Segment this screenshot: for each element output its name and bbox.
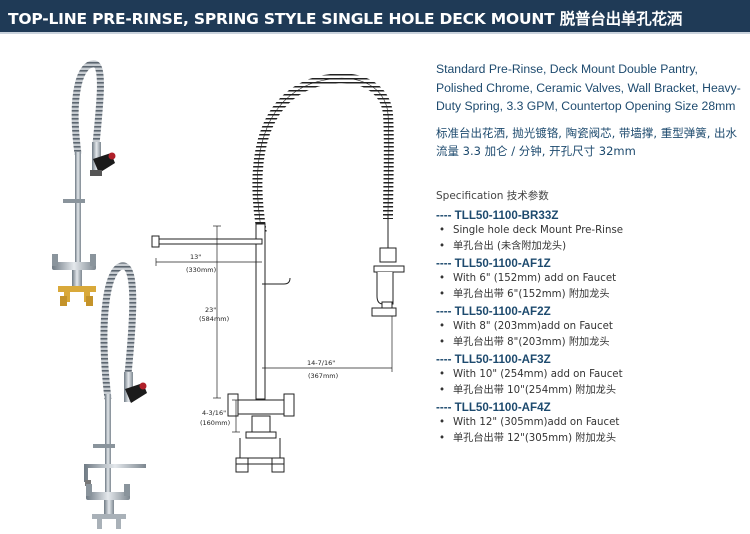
dim-reach: 14-7/16" (307, 359, 335, 367)
specification-list: ---- TLL50-1100-BR33Z •Single hole deck … (436, 208, 746, 448)
product-figure: 13" (330mm) 23" (584mm) 14-7/16" (367mm)… (0, 34, 430, 534)
model-detail: •With 10" (254mm) add on Faucet (439, 369, 623, 380)
dim-height: 23" (205, 306, 216, 314)
model-item: ---- TLL50-1100-BR33Z •Single hole deck … (436, 208, 746, 255)
model-item: ---- TLL50-1100-AF3Z •With 10" (254mm) a… (436, 352, 746, 399)
description-english: Standard Pre-Rinse, Deck Mount Double Pa… (436, 62, 741, 113)
model-detail: •单孔台出带 8"(203mm) 附加龙头 (439, 337, 610, 348)
model-item: ---- TLL50-1100-AF4Z •With 12" (305mm)ad… (436, 400, 746, 447)
photo-pre-rinse-brass (52, 60, 116, 306)
product-illustration: 13" (330mm) 23" (584mm) 14-7/16" (367mm)… (52, 60, 405, 529)
header-bar: TOP-LINE PRE-RINSE, SPRING STYLE SINGLE … (0, 0, 750, 34)
model-detail: •Single hole deck Mount Pre-Rinse (439, 225, 624, 236)
model-detail: •With 12" (305mm)add on Faucet (439, 417, 620, 428)
model-item: ---- TLL50-1100-AF2Z •With 8" (203mm)add… (436, 304, 746, 351)
model-detail: •单孔台出带 12"(305mm) 附加龙头 (439, 433, 617, 444)
photo-pre-rinse-add-on-faucet (84, 262, 147, 529)
dim-reach-mm: (367mm) (308, 372, 338, 380)
specification-heading: Specification 技术参数 (436, 190, 549, 202)
dim-base: 4-3/16" (202, 409, 226, 417)
dim-width-mm: (330mm) (186, 266, 216, 274)
model-code: ---- TLL50-1100-AF3Z (436, 353, 551, 366)
model-detail: •单孔台出 (未含附加龙头) (439, 241, 567, 252)
dim-width: 13" (190, 253, 201, 261)
dim-height-mm: (584mm) (199, 315, 229, 323)
dim-base-mm: (160mm) (200, 419, 230, 427)
model-detail: •With 6" (152mm) add on Faucet (439, 273, 617, 284)
model-code: ---- TLL50-1100-AF4Z (436, 401, 551, 414)
page-title: TOP-LINE PRE-RINSE, SPRING STYLE SINGLE … (8, 10, 683, 28)
model-detail: •单孔台出带 6"(152mm) 附加龙头 (439, 289, 610, 300)
model-detail: •With 8" (203mm)add on Faucet (439, 321, 613, 332)
product-description: Standard Pre-Rinse, Deck Mount Double Pa… (436, 60, 746, 160)
dimension-labels: 13" (330mm) 23" (584mm) 14-7/16" (367mm)… (186, 253, 338, 427)
model-detail: •单孔台出带 10"(254mm) 附加龙头 (439, 385, 617, 396)
description-chinese: 标准台出花洒, 抛光镀铬, 陶瓷阀芯, 带墙撑, 重型弹簧, 出水流量 3.3 … (436, 125, 738, 158)
technical-drawing (151, 73, 405, 473)
model-code: ---- TLL50-1100-AF1Z (436, 257, 551, 270)
model-code: ---- TLL50-1100-BR33Z (436, 209, 559, 222)
model-code: ---- TLL50-1100-AF2Z (436, 305, 551, 318)
model-item: ---- TLL50-1100-AF1Z •With 6" (152mm) ad… (436, 256, 746, 303)
